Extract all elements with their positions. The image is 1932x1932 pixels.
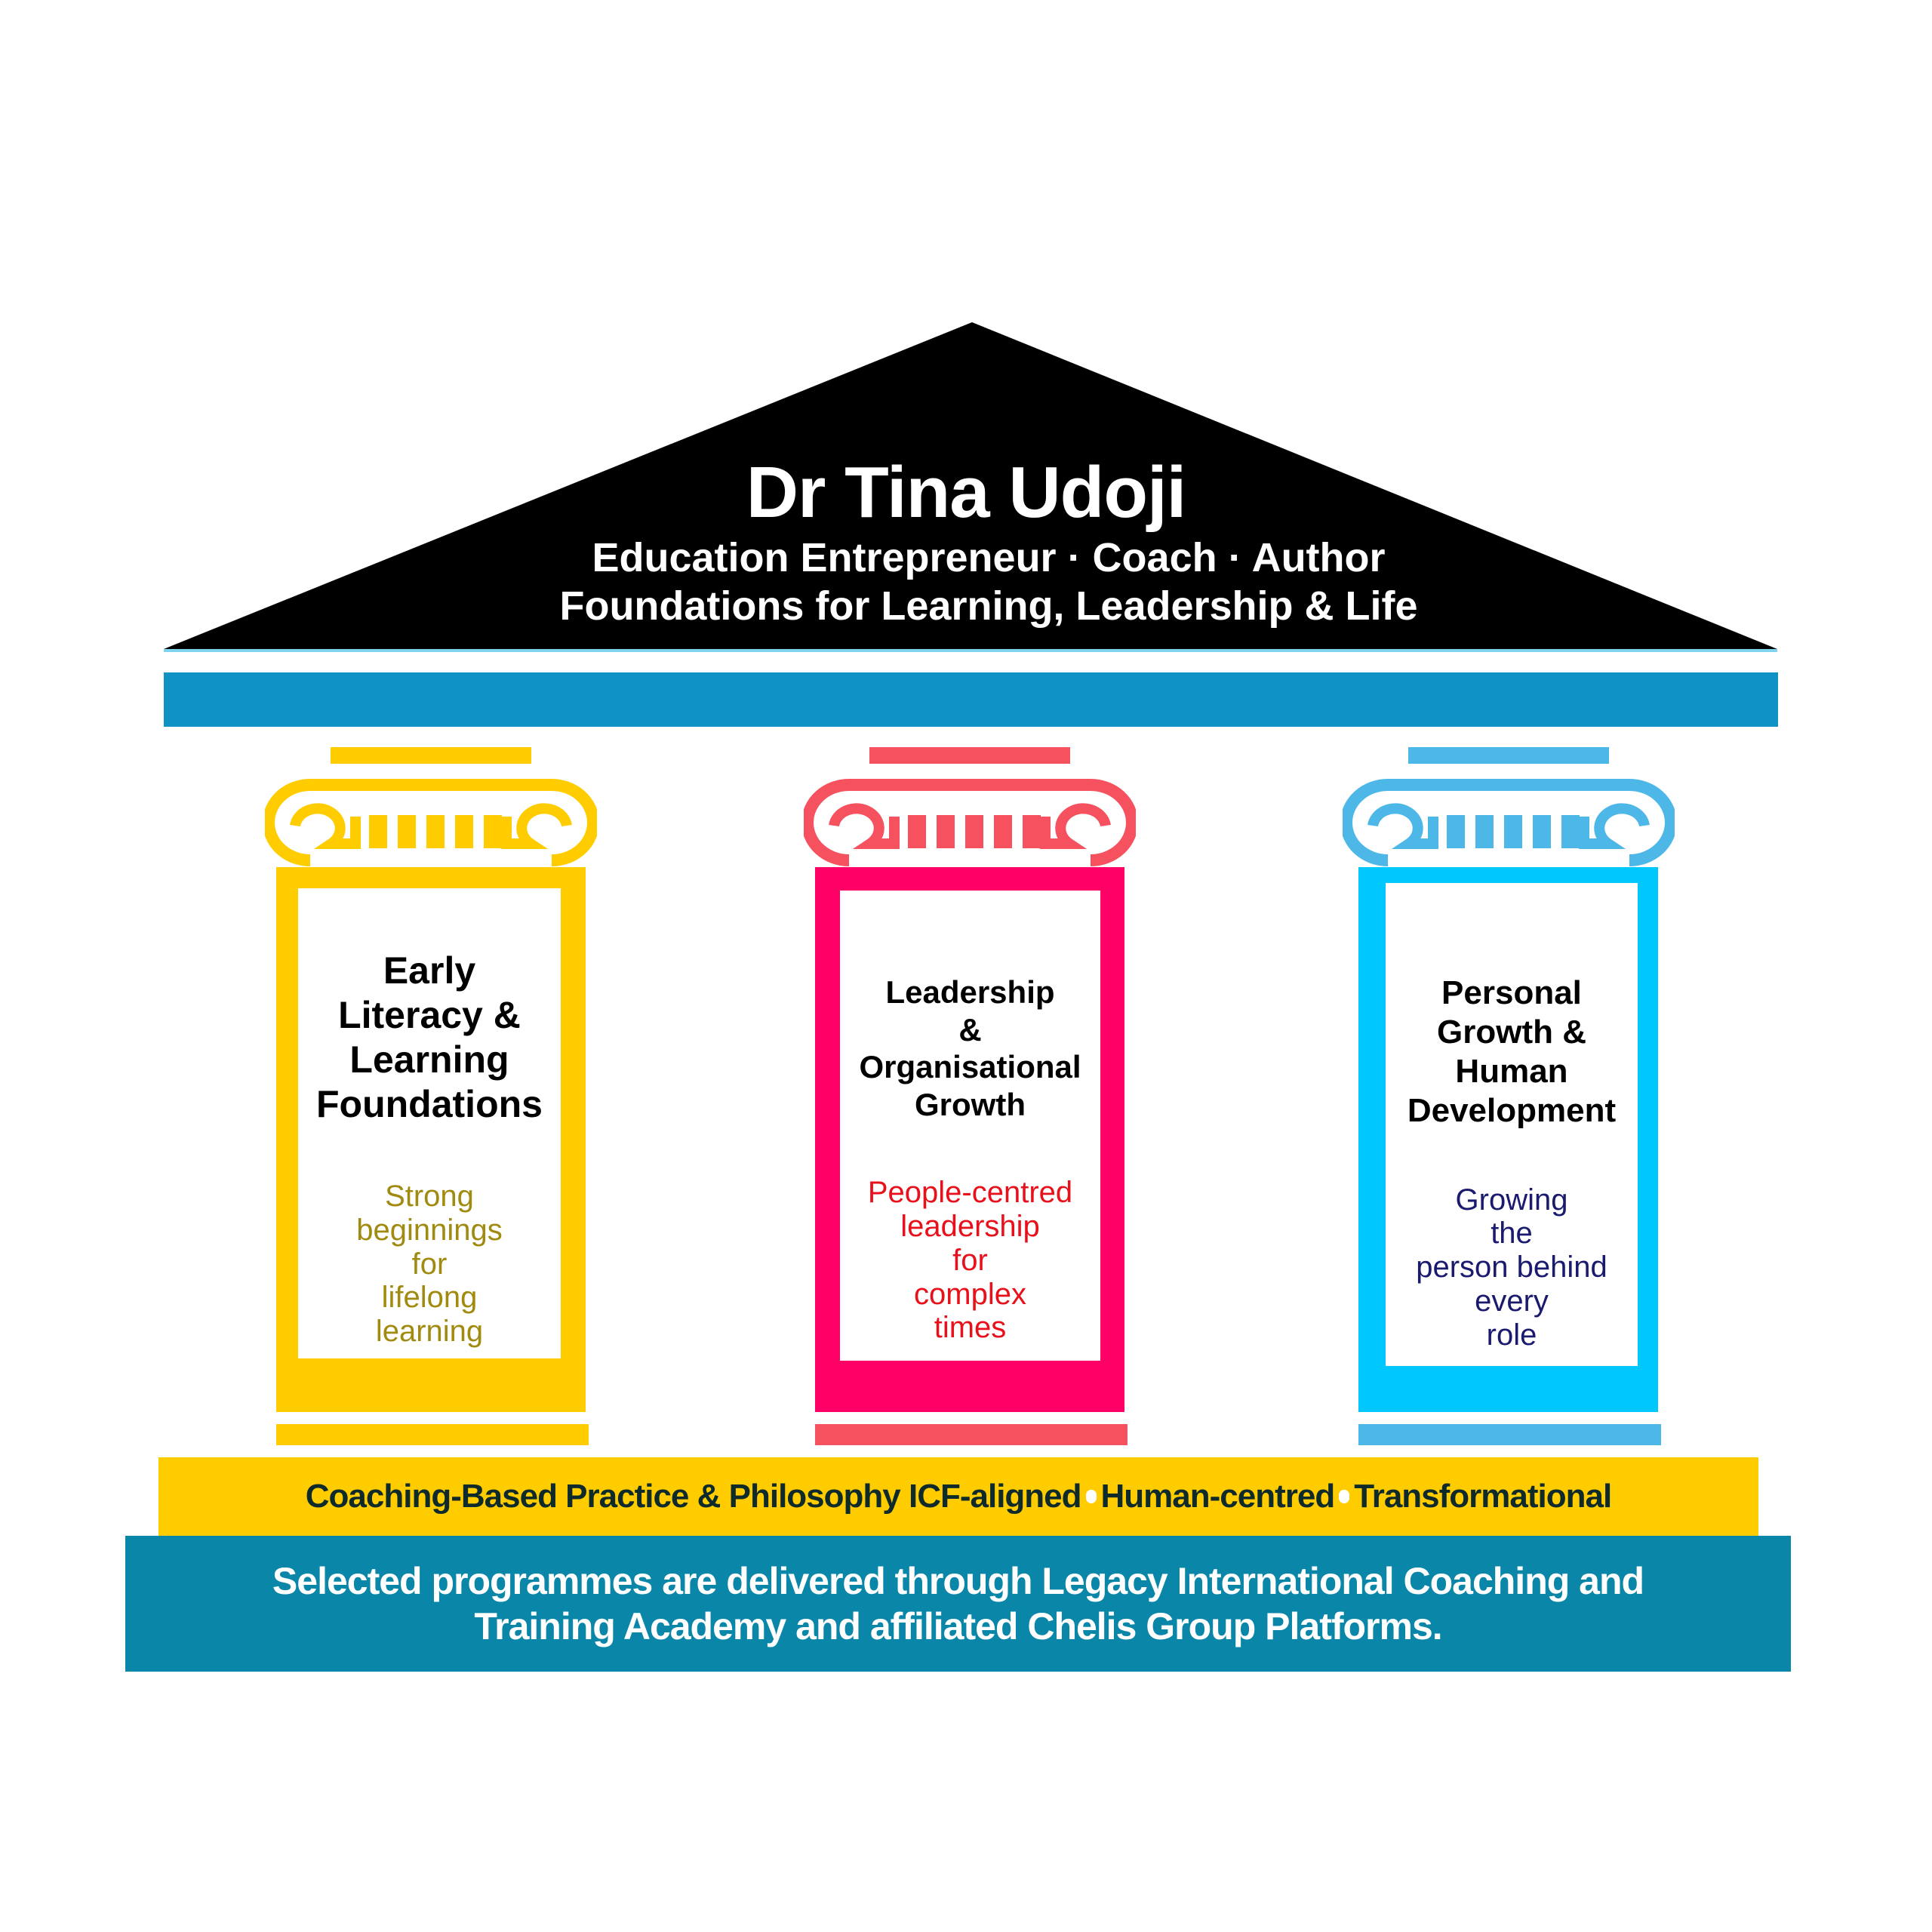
pillar-subtitle-line: beginnings xyxy=(356,1213,503,1247)
pillar-subtitle-line: learning xyxy=(375,1315,484,1349)
pillar-title-line: Organisational xyxy=(859,1049,1081,1085)
roles-subtitle: Education Entrepreneur · Coach · Author xyxy=(592,535,1386,580)
pillar-subtitle-line: Strong xyxy=(385,1180,474,1213)
pillar-title-line: Human xyxy=(1455,1052,1568,1090)
pillar-subtitle-line: the xyxy=(1491,1217,1533,1251)
footer-line-2: Training Academy and affiliated Chelis G… xyxy=(474,1605,1442,1647)
pillar-subtitle-line: times xyxy=(934,1311,1007,1345)
pillar-base xyxy=(276,1424,589,1445)
practice-label: Coaching-Based Practice & Philosophy ICF… xyxy=(305,1478,1082,1515)
pillar-title-line: Growth & xyxy=(1437,1013,1586,1051)
value-human-centred: Human-centred xyxy=(1100,1478,1336,1515)
pillar-subtitle-line: person behind xyxy=(1416,1251,1607,1284)
pillar-title-line: Foundations xyxy=(316,1083,543,1125)
pillar-base xyxy=(1358,1424,1661,1445)
capital-top-bar xyxy=(331,747,531,764)
value-transformational: Transformational xyxy=(1354,1478,1612,1515)
pillar-base xyxy=(815,1424,1128,1445)
pillar-subtitle-line: for xyxy=(411,1247,448,1281)
pillar-title-line: Development xyxy=(1407,1091,1617,1129)
tagline: Foundations for Learning, Leadership & L… xyxy=(559,583,1418,629)
pillar-subtitle-line: People-centred xyxy=(867,1176,1073,1210)
pillar-title-line: Learning xyxy=(349,1038,509,1081)
pillar-subtitle-line: for xyxy=(952,1243,988,1277)
pillar-subtitle-line: Growing xyxy=(1455,1183,1568,1217)
footer-band: Selected programmes are delivered throug… xyxy=(125,1536,1791,1672)
ionic-capital-icon xyxy=(265,779,597,866)
entablature-beam xyxy=(164,672,1778,727)
pillar-subtitle-line: lifelong xyxy=(381,1281,478,1315)
bullet-dot xyxy=(1339,1490,1350,1503)
ionic-capital-icon xyxy=(804,779,1136,866)
roof-pediment xyxy=(164,322,1777,652)
pillar-title-line: Personal xyxy=(1441,974,1582,1011)
pillar-subtitle-line: role xyxy=(1486,1318,1537,1352)
pillar-title-line: Leadership xyxy=(885,974,1055,1010)
pillar-title-line: Early xyxy=(383,949,476,992)
pillar-subtitle-line: every xyxy=(1475,1284,1549,1318)
capital-top-bar xyxy=(869,747,1070,764)
capital-top-bar xyxy=(1407,747,1609,764)
pillar-title-line: Literacy & xyxy=(338,994,521,1036)
footer-line-1: Selected programmes are delivered throug… xyxy=(272,1560,1644,1602)
bullet-dot xyxy=(1085,1490,1097,1503)
pillar-subtitle-line: leadership xyxy=(900,1209,1040,1243)
pillar-title-line: Growth xyxy=(915,1086,1026,1122)
pillar-title-line: & xyxy=(958,1011,982,1048)
page-title: Dr Tina Udoji xyxy=(746,452,1187,533)
ionic-capital-icon xyxy=(1342,779,1675,866)
foundation-band: Coaching-Based Practice & Philosophy ICF… xyxy=(158,1457,1758,1536)
pillar-subtitle-line: complex xyxy=(914,1277,1026,1311)
